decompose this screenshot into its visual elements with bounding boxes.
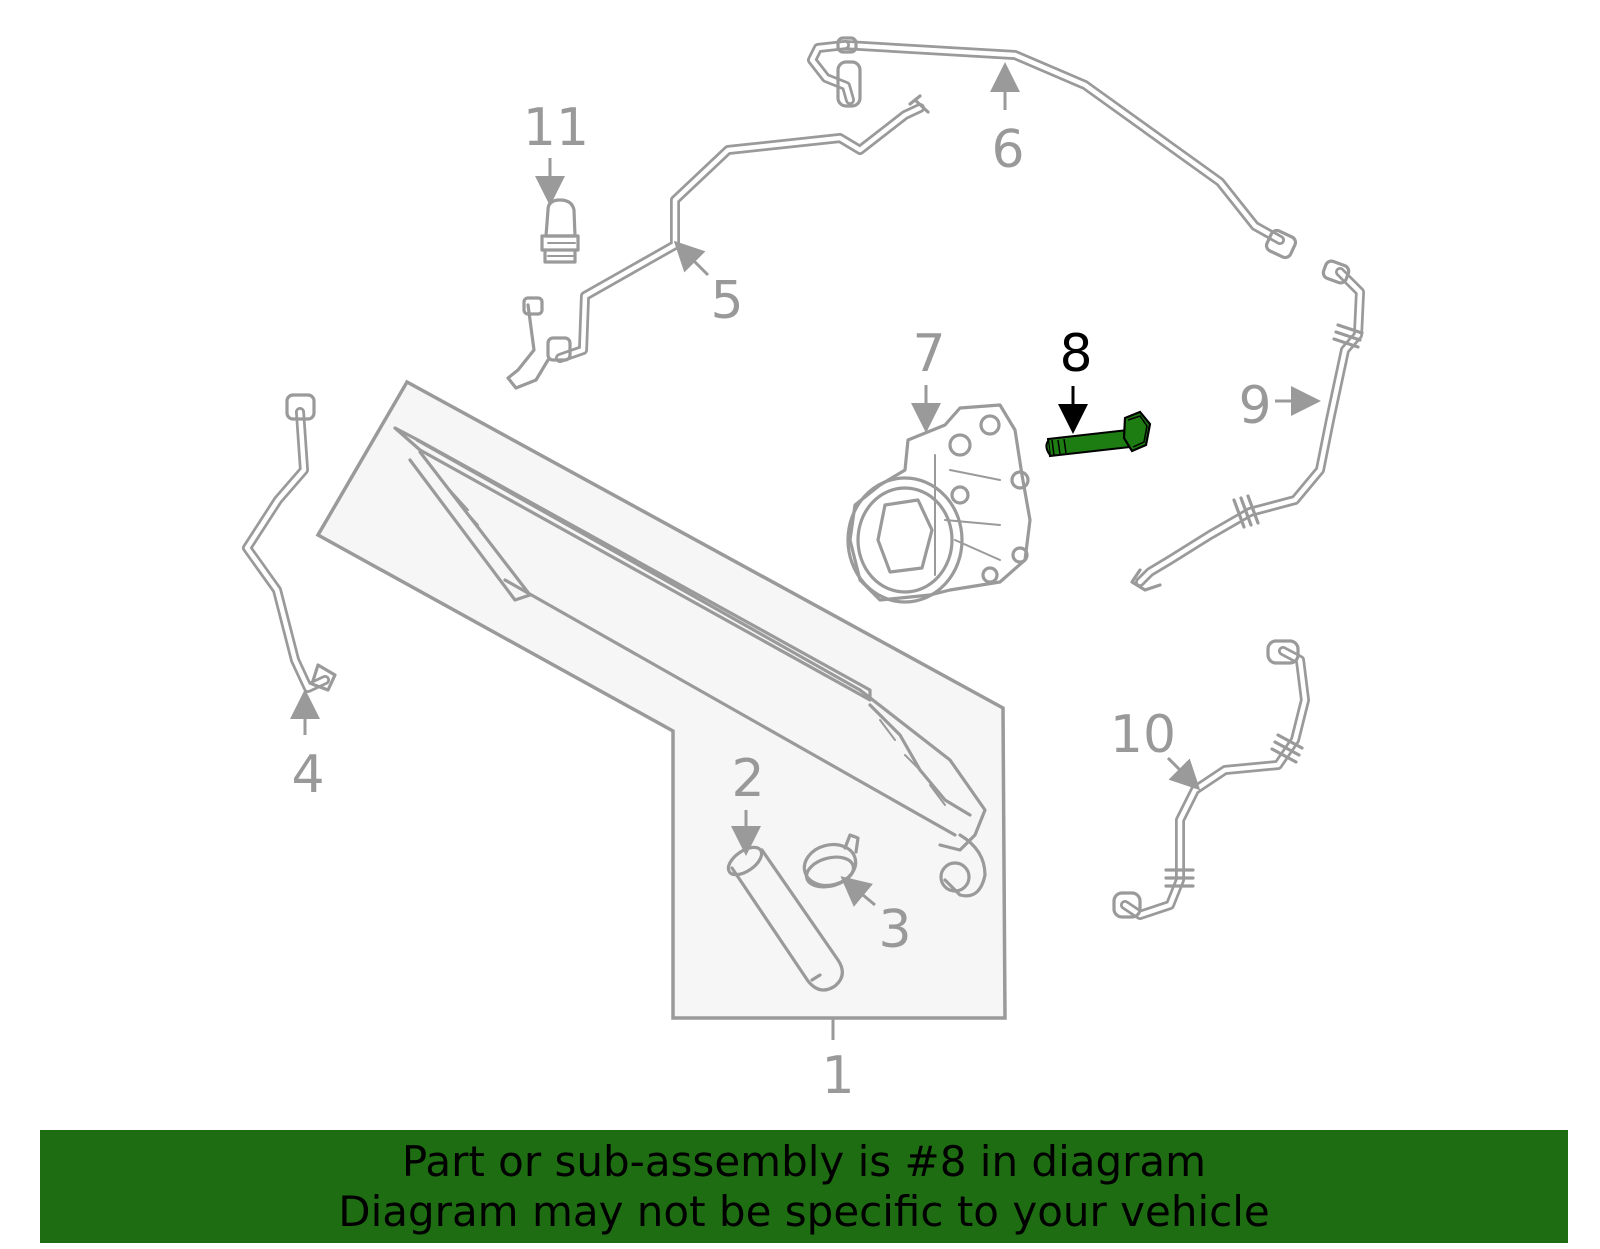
drier-clamp xyxy=(802,833,860,889)
leader-5 xyxy=(673,240,710,277)
info-banner: Part or sub-assembly is #8 in diagram Di… xyxy=(40,1130,1568,1243)
parts-diagram: 1 2 3 4 5 6 7 8 9 10 11 xyxy=(242,36,1365,1106)
banner-line-part-number: Part or sub-assembly is #8 in diagram xyxy=(401,1136,1207,1186)
callout-10: 10 xyxy=(1110,705,1176,765)
callout-5: 5 xyxy=(710,271,743,331)
callout-1: 1 xyxy=(821,1046,854,1106)
callout-6: 6 xyxy=(991,120,1024,180)
ac-compressor xyxy=(846,403,1032,604)
suction-hose xyxy=(1112,639,1310,920)
callout-11: 11 xyxy=(523,98,589,158)
pressure-switch xyxy=(540,198,580,264)
condenser xyxy=(393,426,987,898)
callout-9: 9 xyxy=(1238,376,1271,436)
callout-3: 3 xyxy=(878,900,911,960)
compressor-bolt-highlighted xyxy=(1045,410,1152,458)
discharge-hose xyxy=(1130,259,1365,592)
liquid-line-tube xyxy=(242,393,337,693)
leader-10 xyxy=(1166,756,1201,791)
callout-2: 2 xyxy=(731,749,764,809)
leader-3 xyxy=(840,876,876,907)
callout-8: 8 xyxy=(1059,324,1092,384)
discharge-line-tube xyxy=(807,36,1298,260)
banner-line-disclaimer: Diagram may not be specific to your vehi… xyxy=(338,1186,1270,1236)
suction-line-tube xyxy=(506,94,930,390)
condenser-assembly-group xyxy=(315,379,1007,1020)
callout-4: 4 xyxy=(291,745,324,805)
callout-7: 7 xyxy=(912,324,945,384)
